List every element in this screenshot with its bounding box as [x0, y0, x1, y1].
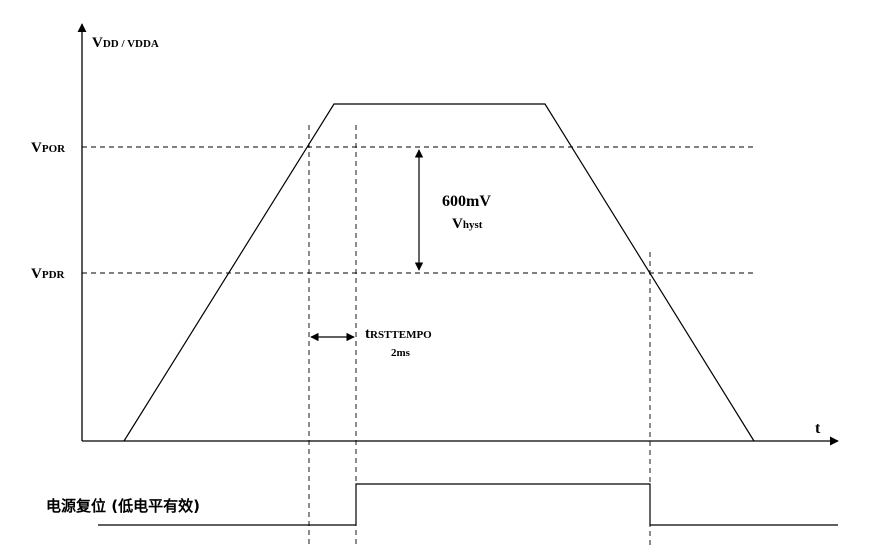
y-axis-label: VDD / VDDA [92, 35, 159, 51]
vpdr-label: VPDR [31, 266, 66, 282]
hysteresis-value: 600mV [442, 193, 491, 210]
x-axis-label: t [815, 420, 821, 437]
hysteresis-symbol: Vhyst [452, 216, 483, 232]
supply-voltage-curve [123, 103, 755, 442]
vpor-label: VPOR [31, 140, 66, 156]
reset-tempo-label: tRSTTEMPO [365, 326, 432, 342]
reset-signal-waveform [98, 483, 838, 526]
reset-tempo-value: 2ms [391, 347, 411, 359]
reset-signal-label: 电源复位 (低电平有效) [46, 497, 200, 515]
